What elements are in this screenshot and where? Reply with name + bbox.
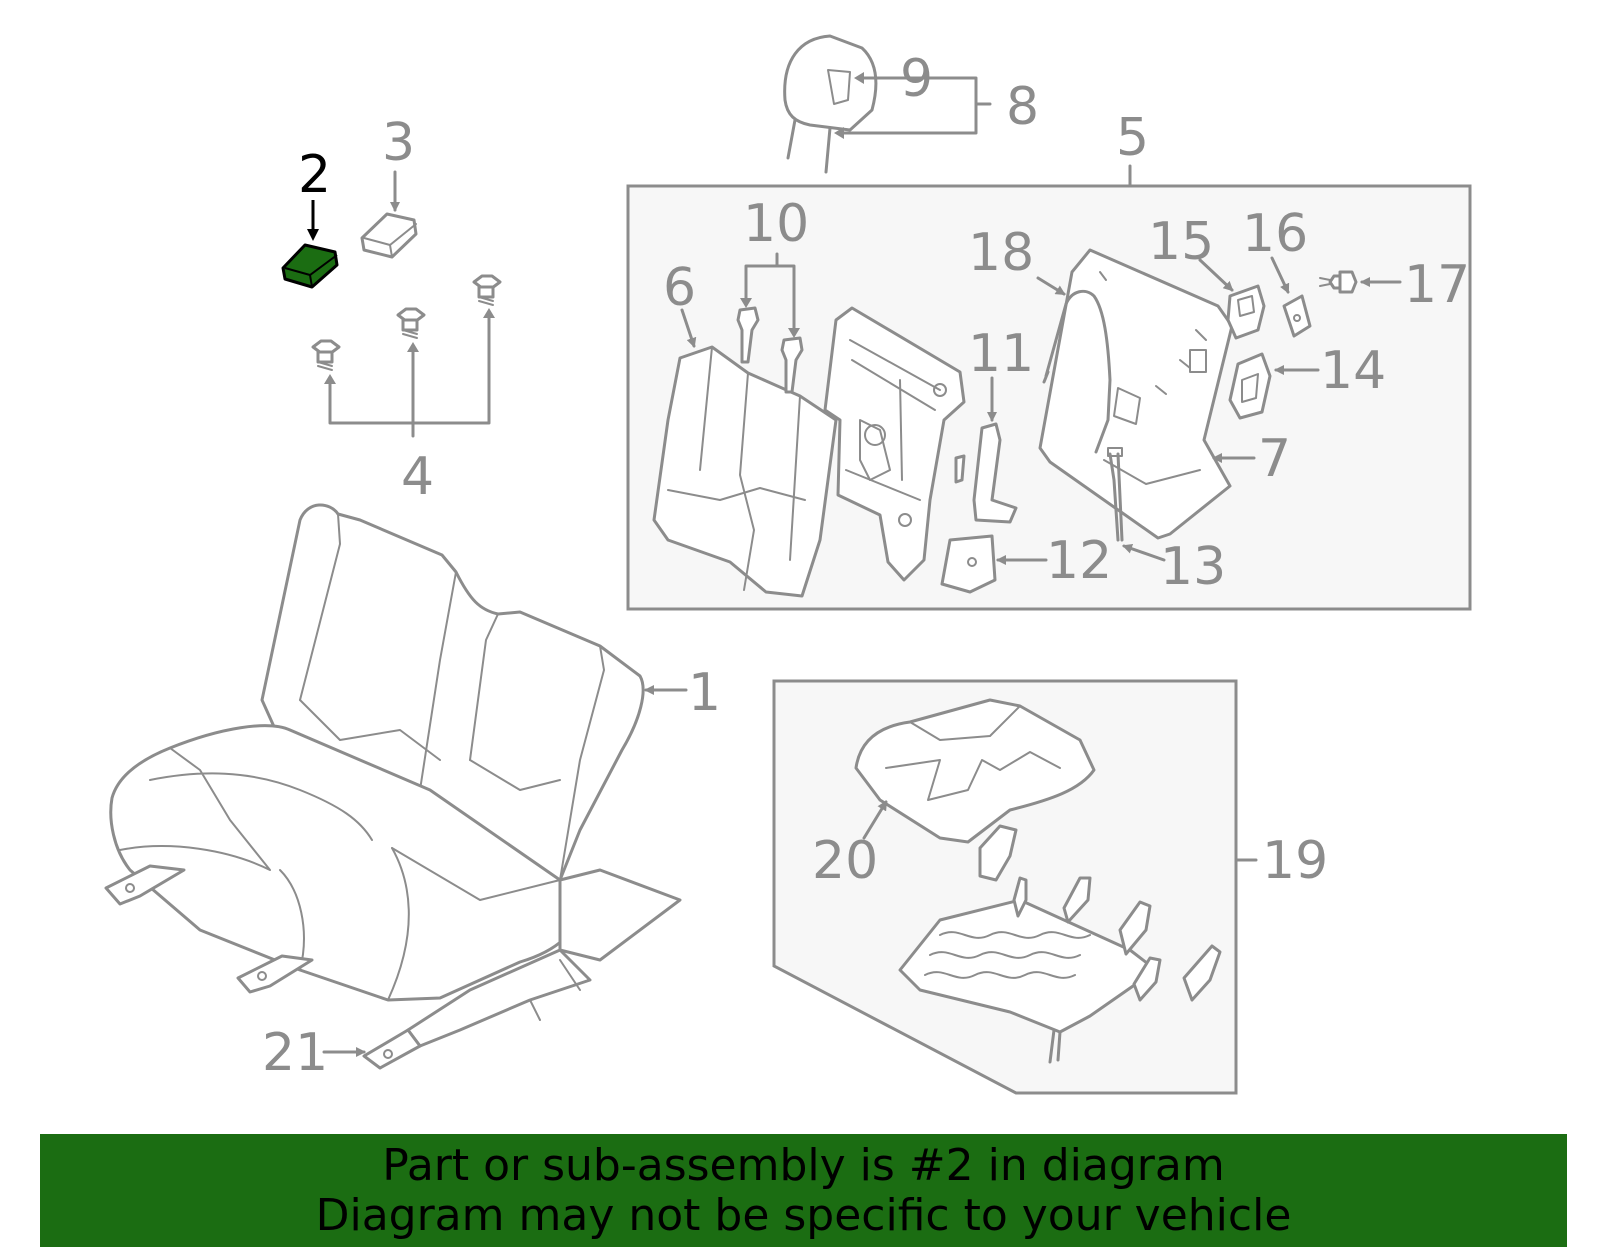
back-frame: [823, 306, 966, 582]
banner-line-1: Part or sub-assembly is #2 in diagram: [382, 1139, 1225, 1191]
leader-16: [1270, 256, 1290, 294]
callout-5[interactable]: 5: [1116, 108, 1149, 168]
part-15-clip: [1226, 284, 1266, 340]
leader-6: [680, 308, 697, 348]
callout-18[interactable]: 18: [968, 223, 1034, 283]
leader-20: [862, 800, 888, 840]
callout-2[interactable]: 2: [298, 145, 331, 205]
part-11-bracket: [954, 422, 1018, 524]
callout-21[interactable]: 21: [262, 1023, 328, 1083]
part-10-guides: [736, 306, 804, 394]
leader-4: [328, 314, 491, 438]
part-3: [360, 212, 418, 259]
callout-7[interactable]: 7: [1258, 429, 1291, 489]
part-13-rod: [1107, 447, 1124, 542]
callout-14[interactable]: 14: [1320, 341, 1386, 401]
banner-line-2: Diagram may not be specific to your vehi…: [315, 1189, 1292, 1241]
callout-15[interactable]: 15: [1148, 212, 1214, 272]
callout-6[interactable]: 6: [663, 258, 696, 318]
callout-20[interactable]: 20: [812, 831, 878, 891]
part-4-bolts: [311, 274, 502, 371]
part-14-lock: [1228, 352, 1272, 420]
leader-10: [744, 252, 796, 334]
callout-13[interactable]: 13: [1160, 537, 1226, 597]
part-17-screw: [1319, 270, 1358, 294]
leader-13: [1122, 543, 1166, 562]
callout-19[interactable]: 19: [1262, 831, 1328, 891]
callout-16[interactable]: 16: [1242, 204, 1308, 264]
part-8-headrest: [783, 34, 878, 174]
callout-4[interactable]: 4: [401, 447, 434, 507]
callout-3[interactable]: 3: [382, 113, 415, 173]
part-20-cushion-pad: [854, 698, 1096, 844]
callout-9[interactable]: 9: [900, 49, 933, 109]
part-1-rear-seat: [104, 503, 682, 1070]
callout-12[interactable]: 12: [1046, 531, 1112, 591]
part-16-plate: [1282, 294, 1312, 338]
cushion-frame: [898, 824, 1222, 1064]
callout-8[interactable]: 8: [1006, 77, 1039, 137]
callout-11[interactable]: 11: [968, 324, 1034, 384]
leader-18: [1036, 276, 1066, 296]
part-18-wire: [1042, 289, 1112, 454]
part-2-highlighted[interactable]: [281, 243, 339, 289]
callout-1[interactable]: 1: [688, 663, 721, 723]
leader-15: [1198, 258, 1234, 292]
part-12-cover: [940, 534, 997, 594]
part-6-back-pad: [652, 345, 838, 598]
info-banner: Part or sub-assembly is #2 in diagram Di…: [40, 1134, 1567, 1247]
leader-8-9: [840, 76, 992, 135]
callout-10[interactable]: 10: [743, 194, 809, 254]
callout-17[interactable]: 17: [1404, 255, 1470, 315]
